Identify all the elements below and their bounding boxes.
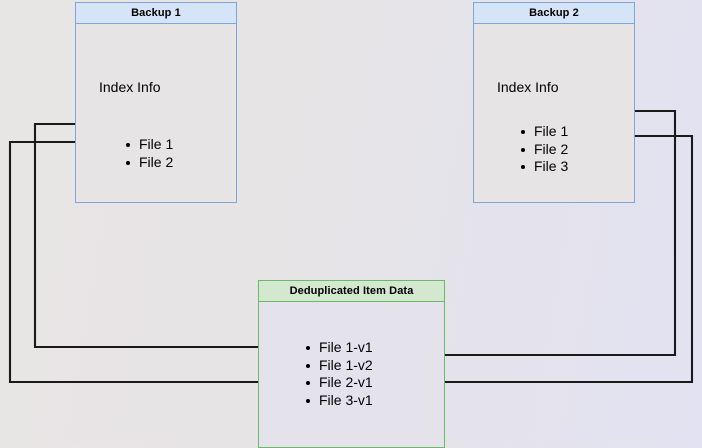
- backup-1-title: Backup 1: [76, 3, 236, 24]
- deduplicated-item-data-title: Deduplicated Item Data: [259, 281, 444, 302]
- backup-1-body: Index Info File 1 File 2: [76, 24, 236, 202]
- backup-1-file-label: File 2: [139, 153, 174, 170]
- backup-2-file-label: File 1: [534, 123, 569, 139]
- deduplicated-item-data-box[interactable]: Deduplicated Item Data File 1-v1 File 1-…: [258, 280, 445, 448]
- deduplicated-item-data-body: File 1-v1 File 1-v2 File 2-v1 File 3-v1: [259, 302, 444, 447]
- backup-2-title: Backup 2: [474, 3, 634, 24]
- list-item[interactable]: File 1: [519, 123, 568, 141]
- dedup-item-label: File 1-v1: [319, 339, 373, 355]
- backup-2-file-label: File 2: [534, 140, 569, 157]
- backup-2-box[interactable]: Backup 2 Index Info File 1 File 2 File 3: [473, 2, 635, 203]
- backup-2-file-label: File 3: [534, 158, 569, 174]
- backup-1-file-list: File 1 File 2: [124, 136, 173, 171]
- list-item[interactable]: File 2: [124, 154, 173, 172]
- list-item[interactable]: File 3: [519, 158, 568, 176]
- list-item[interactable]: File 1-v2: [304, 357, 373, 375]
- list-item[interactable]: File 1: [124, 136, 173, 154]
- list-item[interactable]: File 2-v1: [304, 374, 373, 392]
- dedup-item-label: File 2-v1: [319, 374, 373, 390]
- dedup-item-label: File 3-v1: [319, 391, 373, 408]
- backup-1-file-label: File 1: [139, 136, 174, 152]
- dedup-item-label: File 1-v2: [319, 356, 373, 373]
- backup-2-file-list: File 1 File 2 File 3: [519, 123, 568, 176]
- backup-1-box[interactable]: Backup 1 Index Info File 1 File 2: [75, 2, 237, 203]
- backup-2-index-info-label: Index Info: [497, 79, 559, 95]
- deduplicated-item-list: File 1-v1 File 1-v2 File 2-v1 File 3-v1: [304, 339, 373, 409]
- backup-1-index-info-label: Index Info: [99, 79, 161, 95]
- backup-2-body: Index Info File 1 File 2 File 3: [474, 24, 634, 202]
- list-item[interactable]: File 3-v1: [304, 392, 373, 410]
- list-item[interactable]: File 1-v1: [304, 339, 373, 357]
- list-item[interactable]: File 2: [519, 141, 568, 159]
